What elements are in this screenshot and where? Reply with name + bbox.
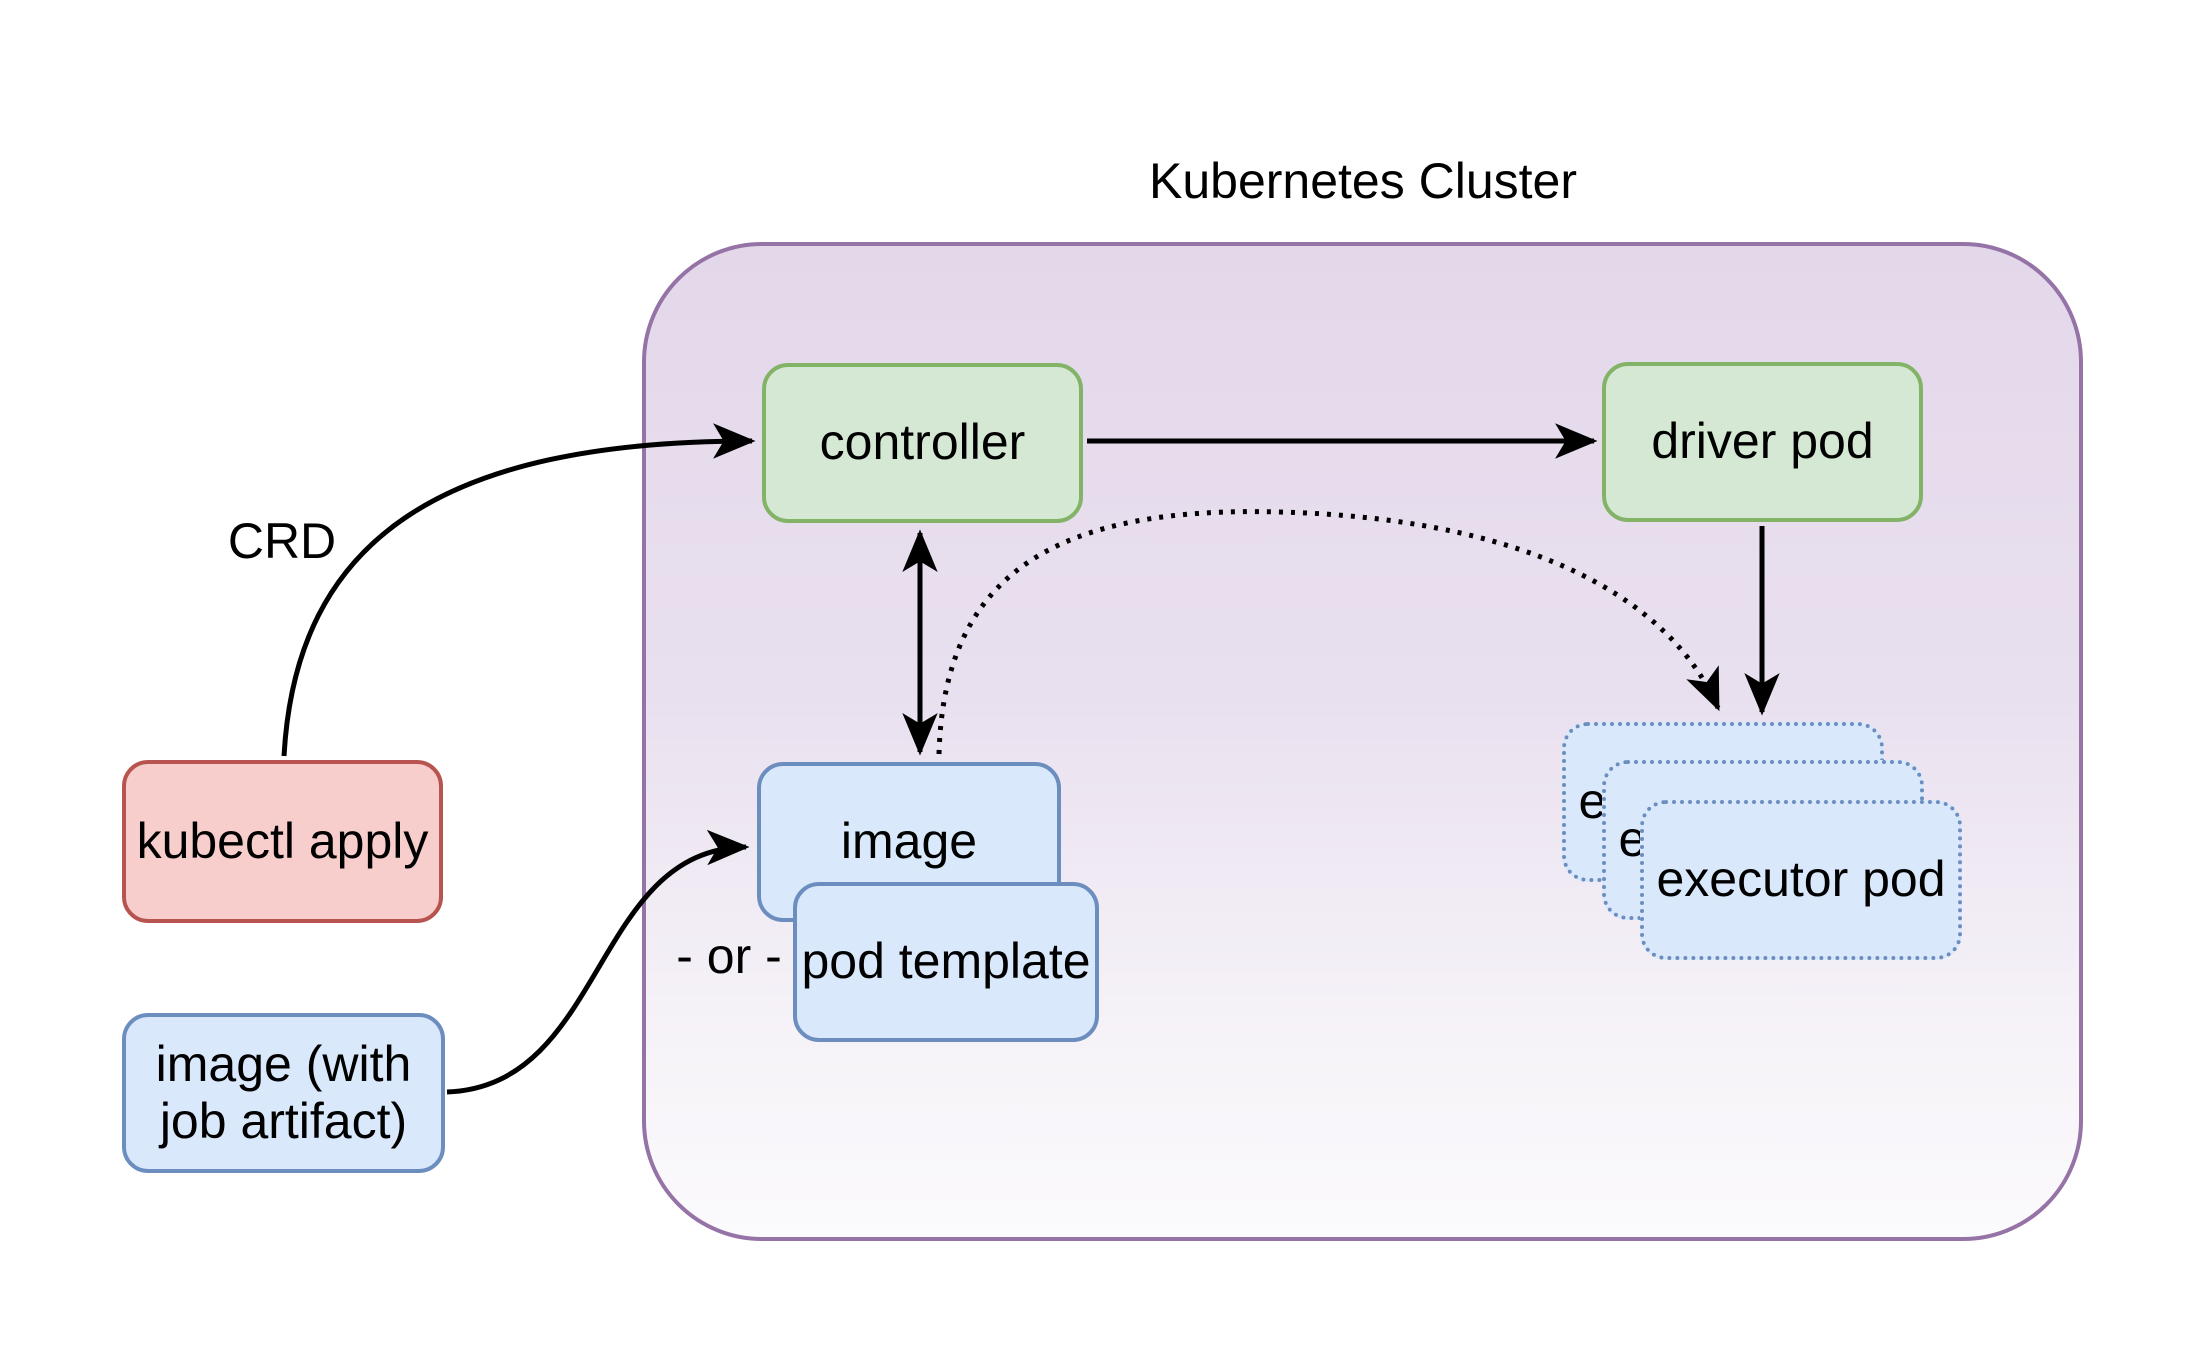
node-image-label: image	[840, 813, 978, 870]
node-executor-pod-front: executor pod	[1640, 800, 1962, 960]
node-pod-template: pod template	[793, 882, 1099, 1042]
crd-label: CRD	[227, 513, 337, 569]
node-image-with-job-artifact: image (with job artifact)	[122, 1013, 445, 1173]
node-pod-template-label: pod template	[801, 933, 1091, 990]
node-controller-label: controller	[819, 414, 1026, 471]
node-driver-pod-label: driver pod	[1651, 413, 1874, 470]
node-executor-pod-front-label: executor pod	[1656, 851, 1946, 908]
node-kubectl-apply-label: kubectl apply	[136, 812, 429, 869]
or-label: - or -	[676, 928, 782, 984]
node-image-with-job-artifact-label: image (with job artifact)	[155, 1035, 412, 1150]
node-controller: controller	[762, 363, 1083, 523]
node-kubectl-apply: kubectl apply	[122, 760, 443, 923]
node-driver-pod: driver pod	[1602, 362, 1923, 522]
cluster-title: Kubernetes Cluster	[1148, 153, 1578, 209]
